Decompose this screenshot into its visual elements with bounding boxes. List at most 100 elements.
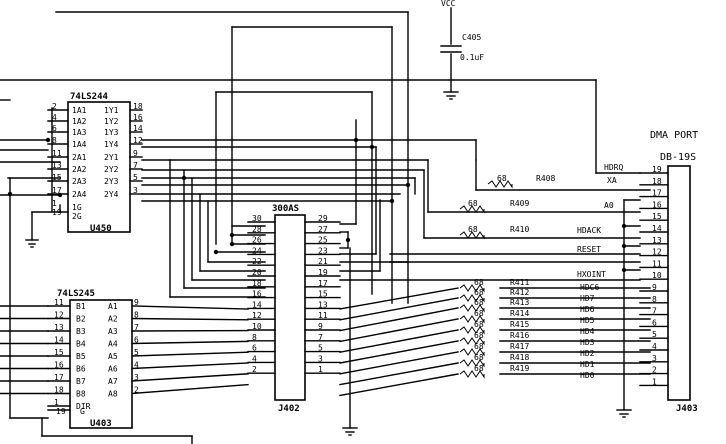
j402-ref: J402 [278,404,300,414]
signal-label: RESET [577,245,601,254]
db19-pin-number: 8 [652,295,657,304]
resistor: 68 R412 [339,288,651,321]
u450-pin-number: 6 [52,124,57,133]
signal-label: XA [607,176,617,185]
u403-pin-number: 13 [54,323,64,332]
u403-pin-number: 6 [134,336,139,345]
u403-ref: U403 [90,419,112,429]
signal-label: HD5 [580,316,595,325]
u450-pin-number: 16 [133,113,143,122]
db19-pin-number: 11 [652,259,662,268]
resistor-value: 68 [468,225,478,234]
resistor-ref: R416 [510,331,529,340]
u403-pin-label: B8 [76,390,86,399]
u450-pin-label: 1Y3 [104,128,119,137]
signal-labels: HDRQXAA0HDACKRESETHXOINTHDC6HD7HD6HD5HD4… [577,163,623,380]
u450-pin-number: 15 [52,173,62,182]
signal-label: HDC6 [580,283,599,292]
u403-pin-number: 9 [134,298,139,307]
junction-dot [57,192,63,198]
db19-pin-number: 18 [652,177,662,186]
u403-pin-label: A3 [108,327,118,336]
resistor-value: 68 [474,353,484,362]
signal-label: HD0 [580,371,595,380]
j402-body [274,214,306,401]
u450-pin-number: 9 [133,149,138,158]
u403-pin-label: B4 [76,340,86,349]
vcc-label: VCC [441,0,456,8]
cap-value: 0.1uF [460,53,484,62]
u403-pin-number: 16 [54,361,64,370]
junction-dots [7,137,627,273]
signal-label: HXOINT [577,270,606,279]
signal-label: A0 [604,201,614,210]
u450-pin-label: 1A1 [72,106,87,115]
u450-pin-label: 1A3 [72,128,87,137]
signal-label: HD6 [580,305,595,314]
u403-pin-number: 3 [134,373,139,382]
db19-pin-number: 1 [652,377,657,386]
u450-pin-label: 1G [72,203,82,212]
resistor: 68 R416 [339,331,651,364]
u403-pin-number: 14 [54,336,64,345]
db19-pin-number: 2 [652,366,657,375]
u450-pin-label: 2Y1 [104,153,119,162]
u403-pin-label: DIR [76,402,91,411]
resistor-ref: R411 [510,278,529,287]
db19-pin-number: 19 [652,165,662,174]
resistor-value: 68 [474,342,484,351]
db19-pin-number: 9 [652,283,657,292]
u450-pin-label: 2A3 [72,177,87,186]
j402-pin-number: 1 [318,365,323,374]
junction-dot [45,137,51,143]
j402-pin-number: 3 [318,354,323,363]
db19-pin-number: 10 [652,271,662,280]
u450-ref: U450 [90,224,112,234]
j402-pin-number: 25 [318,236,328,245]
db19-ref: J403 [676,404,698,414]
resistor-ref: R419 [510,364,529,373]
j402-pin-number: 4 [252,354,257,363]
u450-pin-number: 11 [52,149,62,158]
junction-dot [7,191,13,197]
resistor-value: 68 [474,298,484,307]
junction-dot [389,198,395,204]
u403-part: 74LS245 [57,289,95,299]
db19-body [667,165,691,401]
resistor-ref: R408 [536,174,555,183]
signal-label: HD4 [580,327,595,336]
resistor-value: 68 [497,174,507,183]
j402-pin-number: 15 [318,290,328,299]
j402-pin-number: 29 [318,214,328,223]
u450-pin-label: 2Y2 [104,165,119,174]
j402-pin-number: 7 [318,333,323,342]
u403-pin-number: 1 [54,398,59,407]
u403-pin-label: A5 [108,352,118,361]
resistor-ref: R412 [510,288,529,297]
j402-pin-number: 18 [252,279,262,288]
u450-pin-label: 1A2 [72,117,87,126]
u403-pin-label: A6 [108,365,118,374]
u403-pin-label: B2 [76,315,86,324]
u450-pin-label: 2Y4 [104,190,119,199]
signal-label: HD1 [580,360,595,369]
junction-dot [345,237,351,243]
u403-pin-number: 8 [134,311,139,320]
junction-dot [369,144,375,150]
j402-pin-number: 8 [252,333,257,342]
j402-pin-number: 22 [252,257,262,266]
db19-pin-number: 13 [652,236,662,245]
u403-body [69,299,133,429]
junction-dot [621,267,627,273]
u450-pin-number: 8 [52,136,57,145]
j402-title: 300AS [272,204,299,214]
